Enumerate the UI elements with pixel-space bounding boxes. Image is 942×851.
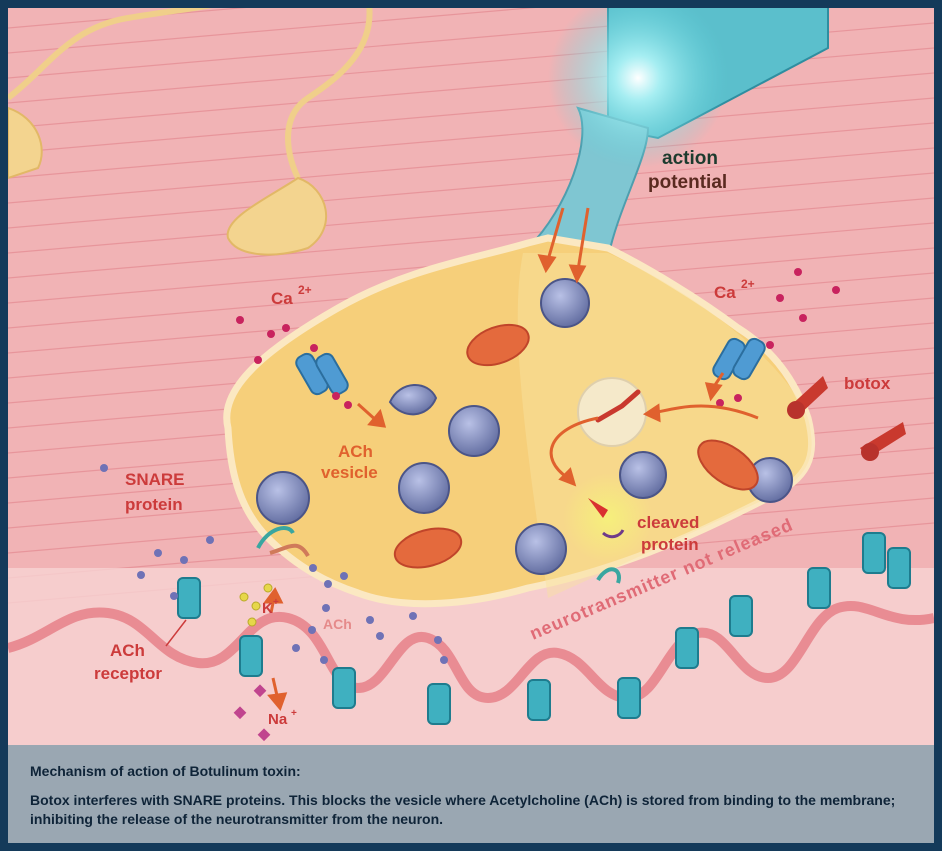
- caption-body: Botox interferes with SNARE proteins. Th…: [30, 792, 896, 827]
- vesicle: [540, 278, 590, 328]
- nerve-fiber: [8, 8, 212, 101]
- ach-molecules: [100, 464, 448, 664]
- botox-light-chain: [595, 389, 641, 423]
- ach-receptor-label: ACh: [110, 641, 145, 660]
- ach-receptors: [177, 532, 911, 725]
- cleaved-protein-label: cleaved: [637, 513, 699, 532]
- caption-title: Mechanism of action of Botulinum toxin:: [30, 763, 301, 779]
- mitochondrion: [697, 439, 759, 491]
- ach-vesicle-label: vesicle: [321, 463, 378, 482]
- calcium-label-right-sup: 2+: [741, 277, 755, 291]
- ach-vesicle-label: ACh: [338, 442, 373, 461]
- vesicle: [515, 523, 567, 575]
- ach-receptor-pointer: [165, 619, 187, 647]
- calcium-channel-left: [295, 352, 349, 396]
- nerve-terminal-left: [8, 106, 43, 180]
- botox-mechanism-diagram: action potential Ca 2+ Ca 2+ botox ACh v…: [8, 8, 934, 745]
- postsynaptic-membrane: [8, 601, 934, 704]
- action-potential-label: action: [662, 148, 718, 169]
- snare-protein-label: protein: [125, 495, 183, 514]
- vesicle: [448, 405, 500, 457]
- potassium-label-sup: +: [273, 597, 279, 608]
- action-potential-glow: [548, 8, 728, 168]
- sodium-ions: [233, 684, 271, 742]
- potassium-ions: [239, 583, 273, 627]
- ach-receptor-label: receptor: [94, 664, 162, 683]
- calcium-label-left-sup: 2+: [298, 283, 312, 297]
- calcium-label-right: Ca: [714, 283, 736, 302]
- cleavage-glow: [563, 473, 653, 563]
- ach-vesicles: [256, 278, 793, 575]
- caption-panel: Mechanism of action of Botulinum toxin: …: [8, 745, 934, 843]
- cleaved-protein-label: protein: [641, 535, 699, 554]
- axon-terminal: [223, 234, 816, 608]
- cleaved-protein-fragment: [588, 498, 608, 518]
- mitochondrion: [466, 323, 530, 367]
- sodium-label-sup: +: [291, 708, 297, 719]
- action-potential-label: potential: [648, 172, 727, 193]
- nerve-terminal-small: [226, 176, 327, 256]
- botox-molecules: [787, 376, 906, 461]
- botox-label: botox: [844, 374, 891, 393]
- snare-protein-label: SNARE: [125, 470, 185, 489]
- mitochondrion: [393, 527, 463, 569]
- vesicle-partial: [388, 384, 438, 416]
- vesicle: [619, 451, 667, 499]
- vesicle: [398, 462, 450, 514]
- vesicle: [256, 471, 310, 525]
- illustration: action potential Ca 2+ Ca 2+ botox ACh v…: [8, 8, 934, 745]
- calcium-label-left: Ca: [271, 289, 293, 308]
- ach-label-small: ACh: [323, 616, 352, 632]
- flow-arrows: [263, 207, 759, 711]
- mitochondria: [393, 323, 759, 569]
- potassium-label: K: [262, 600, 273, 617]
- cleaved-protein-fragment: [602, 529, 625, 539]
- calcium-ions: [236, 268, 840, 409]
- snare-protein: [256, 526, 621, 584]
- sodium-label: Na: [268, 711, 288, 728]
- nerve-fiber: [285, 8, 373, 180]
